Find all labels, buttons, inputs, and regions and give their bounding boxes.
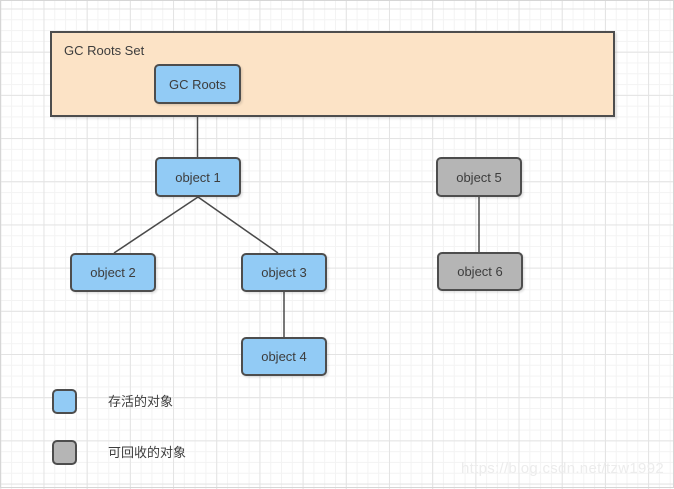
edge-object1-object2 — [113, 196, 199, 254]
node-object-5-label: object 5 — [456, 169, 502, 185]
node-object-6-label: object 6 — [457, 264, 503, 279]
legend-label-recyclable: 可回收的对象 — [108, 445, 187, 460]
node-object-6[interactable]: object 6 — [437, 252, 523, 291]
node-object-2-label: object 2 — [90, 265, 136, 280]
node-object-1[interactable]: object 1 — [155, 157, 241, 197]
watermark-text: https://blog.csdn.net/tzw1992 — [461, 460, 664, 477]
node-object-1-label: object 1 — [175, 169, 221, 185]
gc-roots-set-label: GC Roots Set — [64, 43, 145, 58]
legend-swatch-recyclable — [52, 440, 77, 465]
node-object-3[interactable]: object 3 — [241, 253, 327, 292]
node-gc-roots-label: GC Roots — [168, 76, 227, 92]
node-gc-roots[interactable]: GC Roots — [154, 64, 241, 104]
node-object-2[interactable]: object 2 — [70, 253, 156, 292]
node-object-4-label: object 4 — [261, 349, 307, 364]
legend-swatch-alive — [52, 389, 77, 414]
gc-roots-set-container[interactable]: GC Roots Set — [50, 31, 615, 117]
legend-label-alive: 存活的对象 — [108, 394, 174, 409]
node-object-5[interactable]: object 5 — [436, 157, 522, 197]
node-object-3-label: object 3 — [261, 265, 307, 280]
node-object-4[interactable]: object 4 — [241, 337, 327, 376]
edge-object1-object3 — [197, 196, 279, 254]
